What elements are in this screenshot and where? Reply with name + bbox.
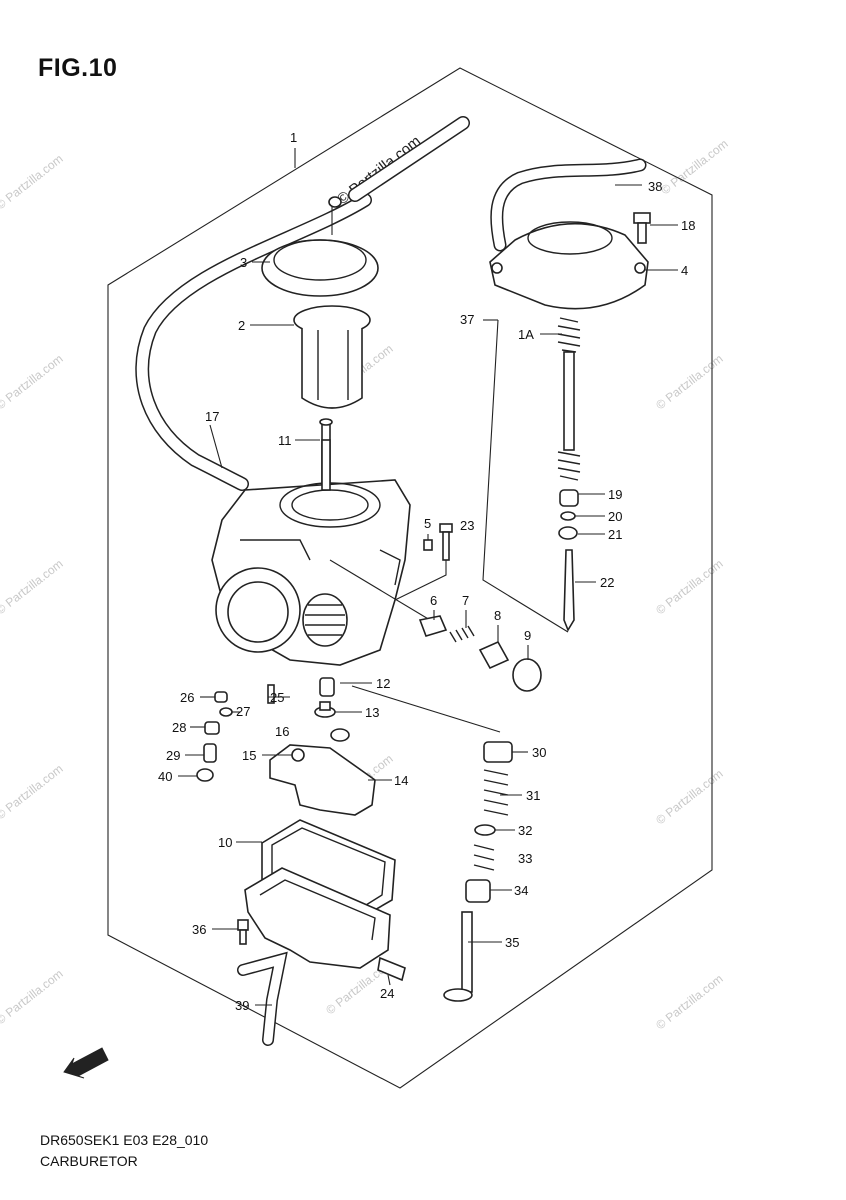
callout-17: 17 xyxy=(205,409,219,424)
callout-36: 36 xyxy=(192,922,206,937)
callout-28: 28 xyxy=(172,720,186,735)
watermark: © Partzilla.com xyxy=(0,152,66,213)
callout-4: 4 xyxy=(681,263,688,278)
callout-14: 14 xyxy=(394,773,408,788)
parts-6-7-8-9 xyxy=(418,615,542,692)
model-code: DR650SEK1 E03 E28_010 xyxy=(40,1132,209,1148)
lower-small-parts xyxy=(196,677,350,782)
watermark-main: © Partzilla.com xyxy=(334,133,424,209)
watermark: © Partzilla.com xyxy=(653,767,725,828)
callout-20: 20 xyxy=(608,509,622,524)
screw-36 xyxy=(237,919,249,945)
top-cap-4 xyxy=(489,221,649,310)
callout-5: 5 xyxy=(424,516,431,531)
callout-30: 30 xyxy=(532,745,546,760)
callout-26: 26 xyxy=(180,690,194,705)
callout-34: 34 xyxy=(514,883,528,898)
figure-title: FIG.10 xyxy=(38,54,118,82)
float-14 xyxy=(269,744,376,816)
callout-27: 27 xyxy=(236,704,250,719)
callout-33: 33 xyxy=(518,851,532,866)
carburetor-body xyxy=(211,439,431,666)
callout-1a: 1A xyxy=(518,327,534,342)
diaphragm-3 xyxy=(261,196,379,297)
screw-18 xyxy=(633,212,651,244)
callout-13: 13 xyxy=(365,705,379,720)
callout-10: 10 xyxy=(218,835,232,850)
callout-29: 29 xyxy=(166,748,180,763)
callout-35: 35 xyxy=(505,935,519,950)
float-bowl xyxy=(244,867,391,969)
rod-22 xyxy=(563,549,575,632)
watermark: © Partzilla.com xyxy=(0,352,66,413)
callout-19: 19 xyxy=(608,487,622,502)
callout-24: 24 xyxy=(380,986,394,1001)
callout-6: 6 xyxy=(430,593,437,608)
forward-arrow-icon xyxy=(63,1047,109,1079)
callout-11: 11 xyxy=(278,433,292,448)
callout-9: 9 xyxy=(524,628,531,643)
watermark: © Partzilla.com xyxy=(653,352,725,413)
callout-12: 12 xyxy=(376,676,390,691)
callout-labels: 1 3 2 17 11 38 18 4 37 1A 19 20 21 22 5 … xyxy=(158,130,695,1013)
spring-1a xyxy=(557,317,581,481)
watermark: © Partzilla.com xyxy=(653,972,725,1033)
parts-19-20-21 xyxy=(558,489,579,540)
callout-39: 39 xyxy=(235,998,249,1013)
callout-22: 22 xyxy=(600,575,614,590)
callout-3: 3 xyxy=(240,255,247,270)
callout-38: 38 xyxy=(648,179,662,194)
callout-21: 21 xyxy=(608,527,622,542)
watermark: © Partzilla.com xyxy=(0,557,66,618)
callout-2: 2 xyxy=(238,318,245,333)
watermark: © Partzilla.com xyxy=(0,762,66,823)
watermark: © Partzilla.com xyxy=(653,557,725,618)
callout-37: 37 xyxy=(460,312,474,327)
leader-lines xyxy=(178,148,678,1006)
callout-40: 40 xyxy=(158,769,172,784)
watermark: © Partzilla.com xyxy=(658,137,730,198)
callout-7: 7 xyxy=(462,593,469,608)
callout-25: 25 xyxy=(270,690,284,705)
callout-32: 32 xyxy=(518,823,532,838)
drain-screw-24 xyxy=(377,956,406,982)
callout-15: 15 xyxy=(242,748,256,763)
callout-31: 31 xyxy=(526,788,540,803)
callout-16: 16 xyxy=(275,724,289,739)
right-column-parts xyxy=(443,741,513,1002)
callout-23: 23 xyxy=(460,518,474,533)
callout-8: 8 xyxy=(494,608,501,623)
callout-1: 1 xyxy=(290,130,297,145)
assembly-name: CARBURETOR xyxy=(40,1153,138,1169)
piston-2 xyxy=(293,305,371,409)
callout-18: 18 xyxy=(681,218,695,233)
watermark: © Partzilla.com xyxy=(0,967,66,1028)
assembly-outline xyxy=(107,67,713,1089)
